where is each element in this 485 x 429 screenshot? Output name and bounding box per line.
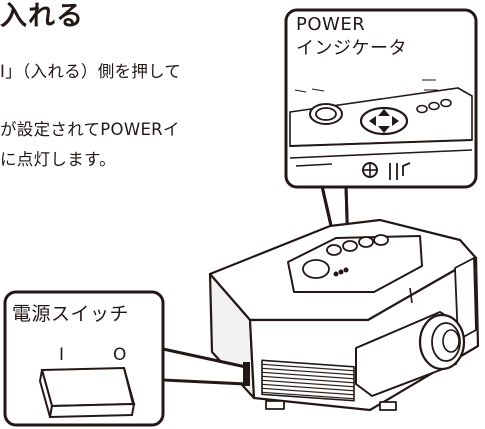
projector-body xyxy=(208,218,480,412)
body-text-line-2: が設定されてPOWERイ xyxy=(0,120,180,139)
projector-lens xyxy=(418,313,466,371)
body-text-line-3: に点灯します。 xyxy=(0,150,116,169)
power-switch-label: 電源スイッチ xyxy=(12,303,130,325)
body-text-line-1: I」（入れる）側を押して xyxy=(0,62,182,81)
rocker-switch-drawing xyxy=(38,366,136,419)
switch-on-symbol: O xyxy=(113,345,127,365)
power-indicator-callout xyxy=(284,8,478,189)
power-switch-callout xyxy=(3,290,165,427)
power-indicator-label-line-1: POWER xyxy=(296,14,366,35)
power-indicator-label-line-2: インジケータ xyxy=(296,38,407,59)
projector-control-buttons xyxy=(302,234,413,304)
section-heading: 入れる xyxy=(0,1,84,32)
zoomed-control-panel xyxy=(289,79,473,180)
switch-off-symbol: I xyxy=(59,345,65,365)
